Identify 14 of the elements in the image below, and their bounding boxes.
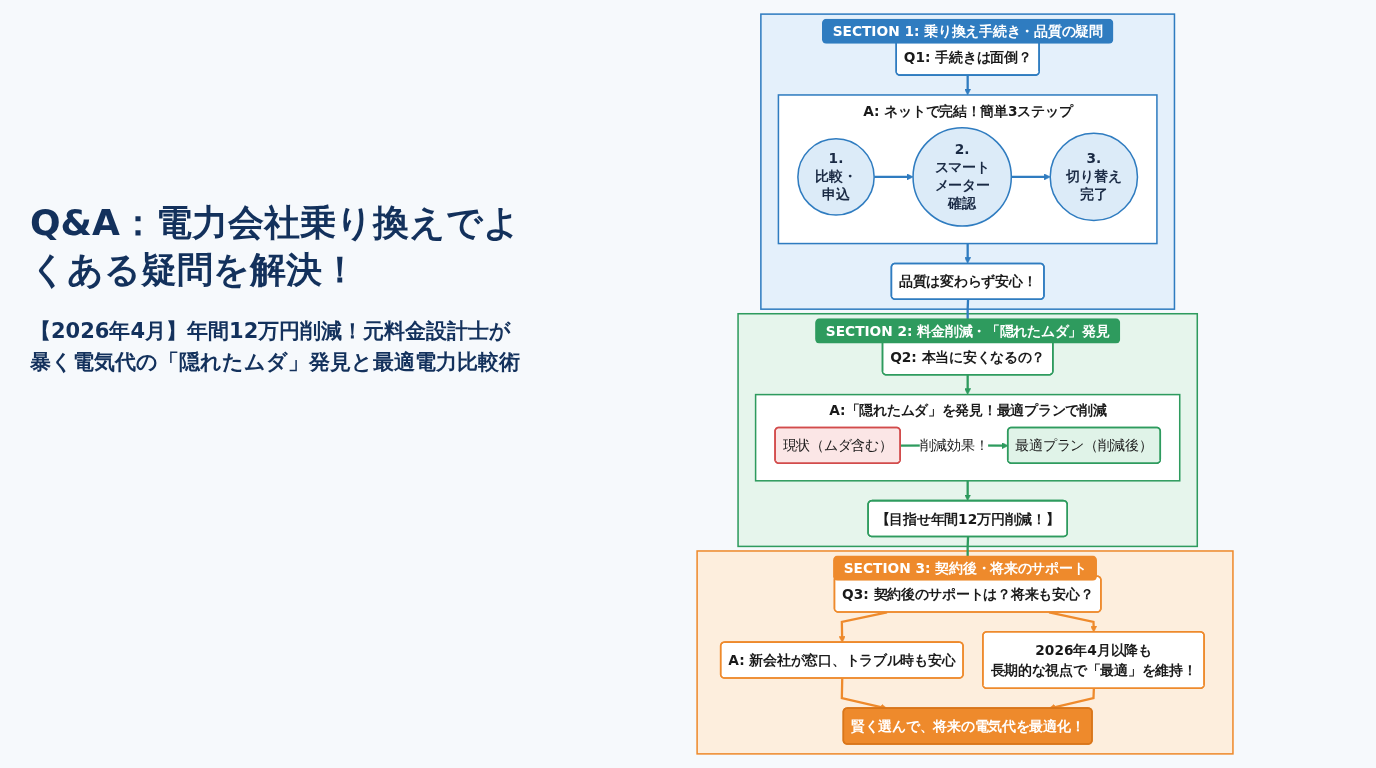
arrow xyxy=(964,243,971,264)
arrow xyxy=(838,611,888,643)
arrow xyxy=(1011,173,1051,181)
node-circle: 2. スマートメーター確認 xyxy=(912,127,1013,227)
title: Q&A：電力会社乗り換えでよくある疑問を解決！ xyxy=(30,201,521,292)
arrow xyxy=(964,480,971,501)
node-circle: 1. 比較・申込 xyxy=(797,138,875,216)
arrow xyxy=(964,75,971,96)
subtitle: 【2026年4月】年間12万円削減！元料金設計士が暴く電気代の「隠れたムダ」発見と最適電力比較術 xyxy=(30,317,521,377)
edge-label: 削減効果！ xyxy=(919,437,989,454)
arrow xyxy=(964,374,971,395)
arrow xyxy=(874,173,914,181)
arrow xyxy=(1048,611,1097,633)
node-circle: 3. 切り替え完了 xyxy=(1049,132,1139,222)
